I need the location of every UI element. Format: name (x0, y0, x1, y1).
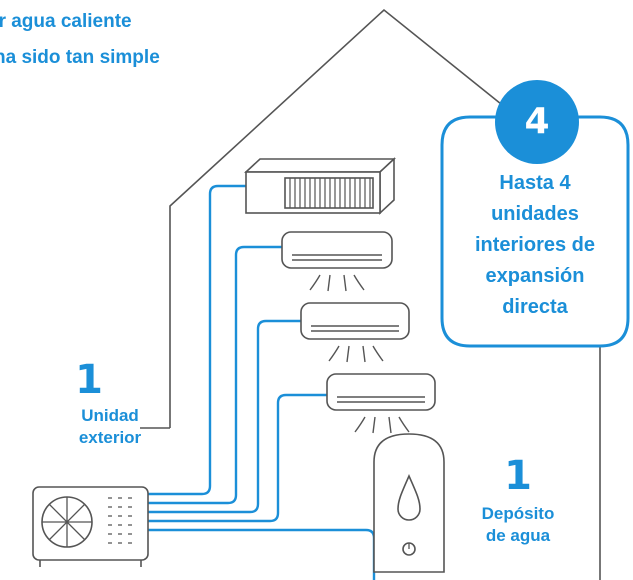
indoor-units-line-1: Hasta 4 (499, 172, 571, 194)
pipes (148, 184, 376, 580)
water-tank-label-line-1: Depósito (481, 504, 555, 523)
water-tank-label: Depósito de agua (463, 503, 573, 547)
water-drop-icon (397, 474, 421, 521)
headline-line-2: ha sido tan simple (0, 47, 160, 68)
wall-split-unit-3 (326, 373, 436, 434)
headline: er agua caliente ha sido tan simple (0, 4, 160, 76)
callout-box (440, 115, 630, 348)
wall-split-unit-1 (281, 231, 393, 292)
indoor-units-line-5: directa (502, 296, 568, 318)
outdoor-unit-count: 1 (75, 357, 103, 403)
outdoor-unit-label: Unidad exterior (60, 405, 160, 449)
pipe-to-duct-unit (148, 184, 246, 496)
pipe-to-split-2 (148, 319, 301, 514)
badge-number: 4 (524, 101, 550, 142)
indoor-units-line-2: unidades (491, 203, 579, 225)
outdoor-unit-label-line-2: exterior (78, 428, 142, 447)
pipe-to-split-3 (148, 393, 327, 523)
indoor-units-line-4: expansión (485, 265, 585, 287)
indoor-units-label: Hasta 4 unidades interiores de expansión… (442, 168, 628, 323)
indoor-units-line-3: interiores de (474, 234, 596, 256)
water-tank-count: 1 (504, 453, 532, 499)
water-tank-label-line-2: de agua (485, 526, 551, 545)
pipe-to-split-1 (148, 245, 282, 505)
badge-circle (495, 80, 579, 164)
headline-line-1: er agua caliente (0, 11, 132, 32)
house-outline (169, 8, 507, 428)
outdoor-unit (32, 486, 149, 567)
outdoor-unit-label-line-1: Unidad (81, 406, 139, 425)
pipe-to-tank (148, 528, 376, 580)
water-tank (373, 433, 445, 573)
wall-split-unit-2 (300, 302, 410, 363)
ducted-indoor-unit (243, 157, 397, 215)
